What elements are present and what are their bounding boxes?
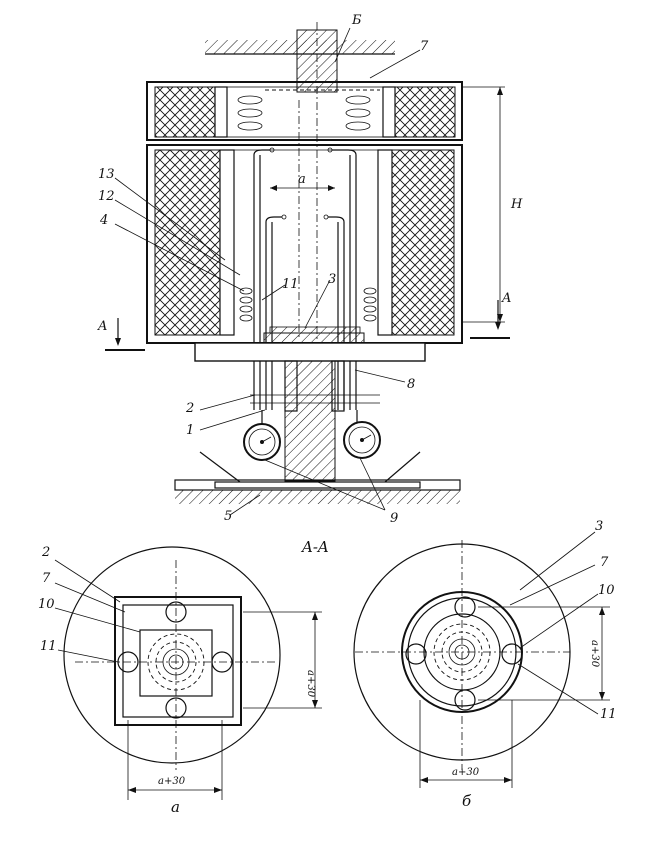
upper-furnace-section (146, 81, 463, 141)
hearth-plate (269, 326, 361, 334)
section-title: A-A (300, 538, 329, 556)
label-11: 11 (282, 277, 299, 292)
section-marker-right (470, 300, 510, 339)
plan-b-dim-h: a+30 (452, 767, 480, 778)
label-3: 3 (328, 272, 336, 287)
plan-a-label-7: 7 (42, 571, 51, 586)
plan-view-b: 3 7 10 11 a+30 a+30 б (353, 519, 617, 810)
upper-heater-coils (237, 95, 371, 131)
label-8: 8 (407, 377, 415, 392)
plan-b-label-7: 7 (600, 555, 609, 570)
label-b: Б (351, 13, 362, 28)
label-9: 9 (390, 511, 398, 526)
pressure-gauges (243, 410, 381, 461)
plan-a-caption: a (171, 798, 180, 816)
label-a-right: A (501, 291, 511, 306)
plan-a-label-10: 10 (38, 597, 55, 612)
label-a-left: A (97, 319, 107, 334)
label-12: 12 (98, 189, 115, 204)
plan-b-label-10: 10 (598, 583, 615, 598)
label-2: 2 (185, 401, 194, 416)
plan-b-dim-v: a+30 (589, 640, 600, 668)
label-h: H (510, 197, 523, 212)
label-a-dim: a (298, 172, 306, 187)
plan-b-label-3: 3 (595, 519, 603, 534)
section-marker-left (105, 318, 145, 351)
main-furnace-section (146, 144, 463, 344)
plan-a-dim-h: a+30 (158, 776, 186, 787)
dimension-a (270, 100, 335, 340)
plan-a-dim-v: a+30 (305, 670, 316, 698)
base-support (174, 332, 461, 504)
plan-a-label-2: 2 (41, 545, 50, 560)
label-1: 1 (186, 423, 194, 438)
plan-view-a: 2 7 10 11 a+30 a+30 a (38, 545, 322, 816)
plan-a-label-11: 11 (40, 639, 57, 654)
elevation-view: Б 7 13 12 4 11 3 a H A A 8 2 1 9 5 (97, 13, 523, 526)
label-5: 5 (224, 509, 232, 524)
dimension-h (462, 86, 505, 323)
label-7-top: 7 (420, 39, 429, 54)
leader-lines (114, 27, 421, 516)
thermocouple-tubes (253, 147, 357, 410)
plan-b-label-11: 11 (600, 707, 617, 722)
label-13: 13 (98, 167, 115, 182)
label-4: 4 (99, 213, 108, 228)
lower-heater-coils (239, 287, 377, 322)
plan-b-caption: б (462, 792, 472, 810)
